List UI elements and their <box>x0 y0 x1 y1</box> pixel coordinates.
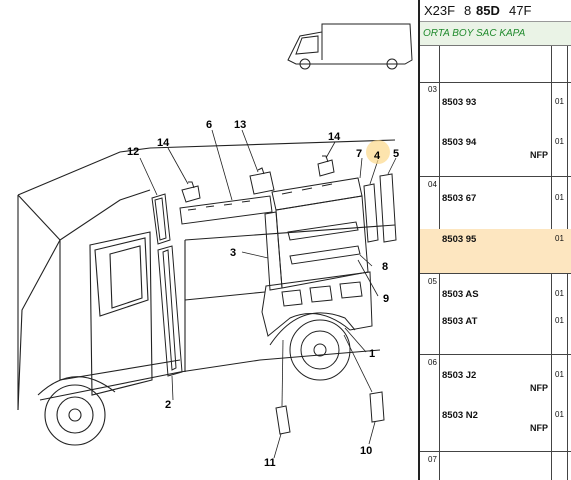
part-11-trim <box>275 405 291 435</box>
callout-5[interactable]: 5 <box>393 148 399 160</box>
callout-11[interactable]: 11 <box>264 457 276 469</box>
part-13-bracket <box>249 167 275 195</box>
header-code-4: 47F <box>509 3 532 18</box>
part-ref[interactable]: 8503 AS <box>442 289 479 300</box>
group-number: 05 <box>428 277 437 286</box>
group-number: 04 <box>428 180 437 189</box>
callout-10[interactable]: 10 <box>360 445 372 457</box>
part-2-pillar <box>157 245 183 377</box>
callout-14-right[interactable]: 14 <box>328 131 341 143</box>
part-flag: NFP <box>530 423 548 433</box>
callout-14-left[interactable]: 14 <box>157 137 170 149</box>
part-ref[interactable]: 8503 67 <box>442 193 477 204</box>
part-ref[interactable]: 8503 N2 <box>442 410 478 421</box>
group-number: 06 <box>428 358 437 367</box>
van-outline <box>17 139 396 446</box>
callout-12[interactable]: 12 <box>127 146 139 158</box>
table-title: ORTA BOY SAC KAPA <box>423 28 526 39</box>
selected-row-highlight <box>420 229 571 273</box>
part-12-pillar-top <box>151 193 171 245</box>
group-number: 03 <box>428 85 437 94</box>
part-5-rear-pillar <box>379 173 397 243</box>
group-divider-07 <box>420 451 571 452</box>
part-ref[interactable]: 8503 AT <box>442 316 478 327</box>
callout-1[interactable]: 1 <box>369 348 375 360</box>
part-flag: NFP <box>530 383 548 393</box>
exploded-diagram: 12 14 6 13 14 7 4 5 3 8 9 1 2 10 11 <box>17 23 413 469</box>
header-code-1: X23F <box>424 3 456 18</box>
part-6-roof-rail <box>179 195 273 225</box>
callout-8[interactable]: 8 <box>382 261 388 273</box>
part-14-bracket-left <box>181 181 201 203</box>
group-number: 07 <box>428 455 437 464</box>
header-code-3: 85D <box>476 3 500 18</box>
part-qty: 01 <box>555 193 564 202</box>
part-flag: NFP <box>530 150 548 160</box>
callout-3[interactable]: 3 <box>230 247 236 259</box>
diagram-code-header: X23F 8 85D 47F <box>420 0 571 22</box>
header-code-2: 8 <box>464 3 472 18</box>
callout-13[interactable]: 13 <box>234 119 246 131</box>
group-divider-05 <box>420 273 571 274</box>
part-qty: 01 <box>555 289 564 298</box>
part-ref-selected[interactable]: 8503 95 <box>442 234 477 245</box>
group-divider-04 <box>420 176 571 177</box>
table-title-bar: ORTA BOY SAC KAPA <box>420 22 571 46</box>
leader-lines <box>139 129 397 459</box>
part-14-bracket-right <box>317 155 335 177</box>
part-4-rear-pillar <box>363 183 379 243</box>
part-qty: 01 <box>555 370 564 379</box>
part-qty: 01 <box>555 234 564 243</box>
callout-6[interactable]: 6 <box>206 119 212 131</box>
part-10-trim <box>369 391 385 423</box>
van-thumbnail <box>287 23 413 70</box>
callout-7[interactable]: 7 <box>356 148 362 160</box>
part-1-lower-panel <box>261 271 373 337</box>
group-divider-03 <box>420 82 571 83</box>
part-qty: 01 <box>555 97 564 106</box>
part-ref[interactable]: 8503 J2 <box>442 370 477 381</box>
parts-list-panel: X23F 8 85D 47F ORTA BOY SAC KAPA 03 8503… <box>418 0 571 480</box>
callout-2[interactable]: 2 <box>165 399 171 411</box>
part-qty: 01 <box>555 410 564 419</box>
part-ref[interactable]: 8503 94 <box>442 137 477 148</box>
part-qty: 01 <box>555 137 564 146</box>
part-qty: 01 <box>555 316 564 325</box>
rear-wheel <box>269 312 356 381</box>
part-ref[interactable]: 8503 93 <box>442 97 477 108</box>
callout-4-highlight <box>366 140 390 164</box>
callout-9[interactable]: 9 <box>383 293 389 305</box>
callout-4[interactable]: 4 <box>374 150 381 162</box>
part-7-upper-rail <box>271 177 363 211</box>
group-divider-06 <box>420 354 571 355</box>
